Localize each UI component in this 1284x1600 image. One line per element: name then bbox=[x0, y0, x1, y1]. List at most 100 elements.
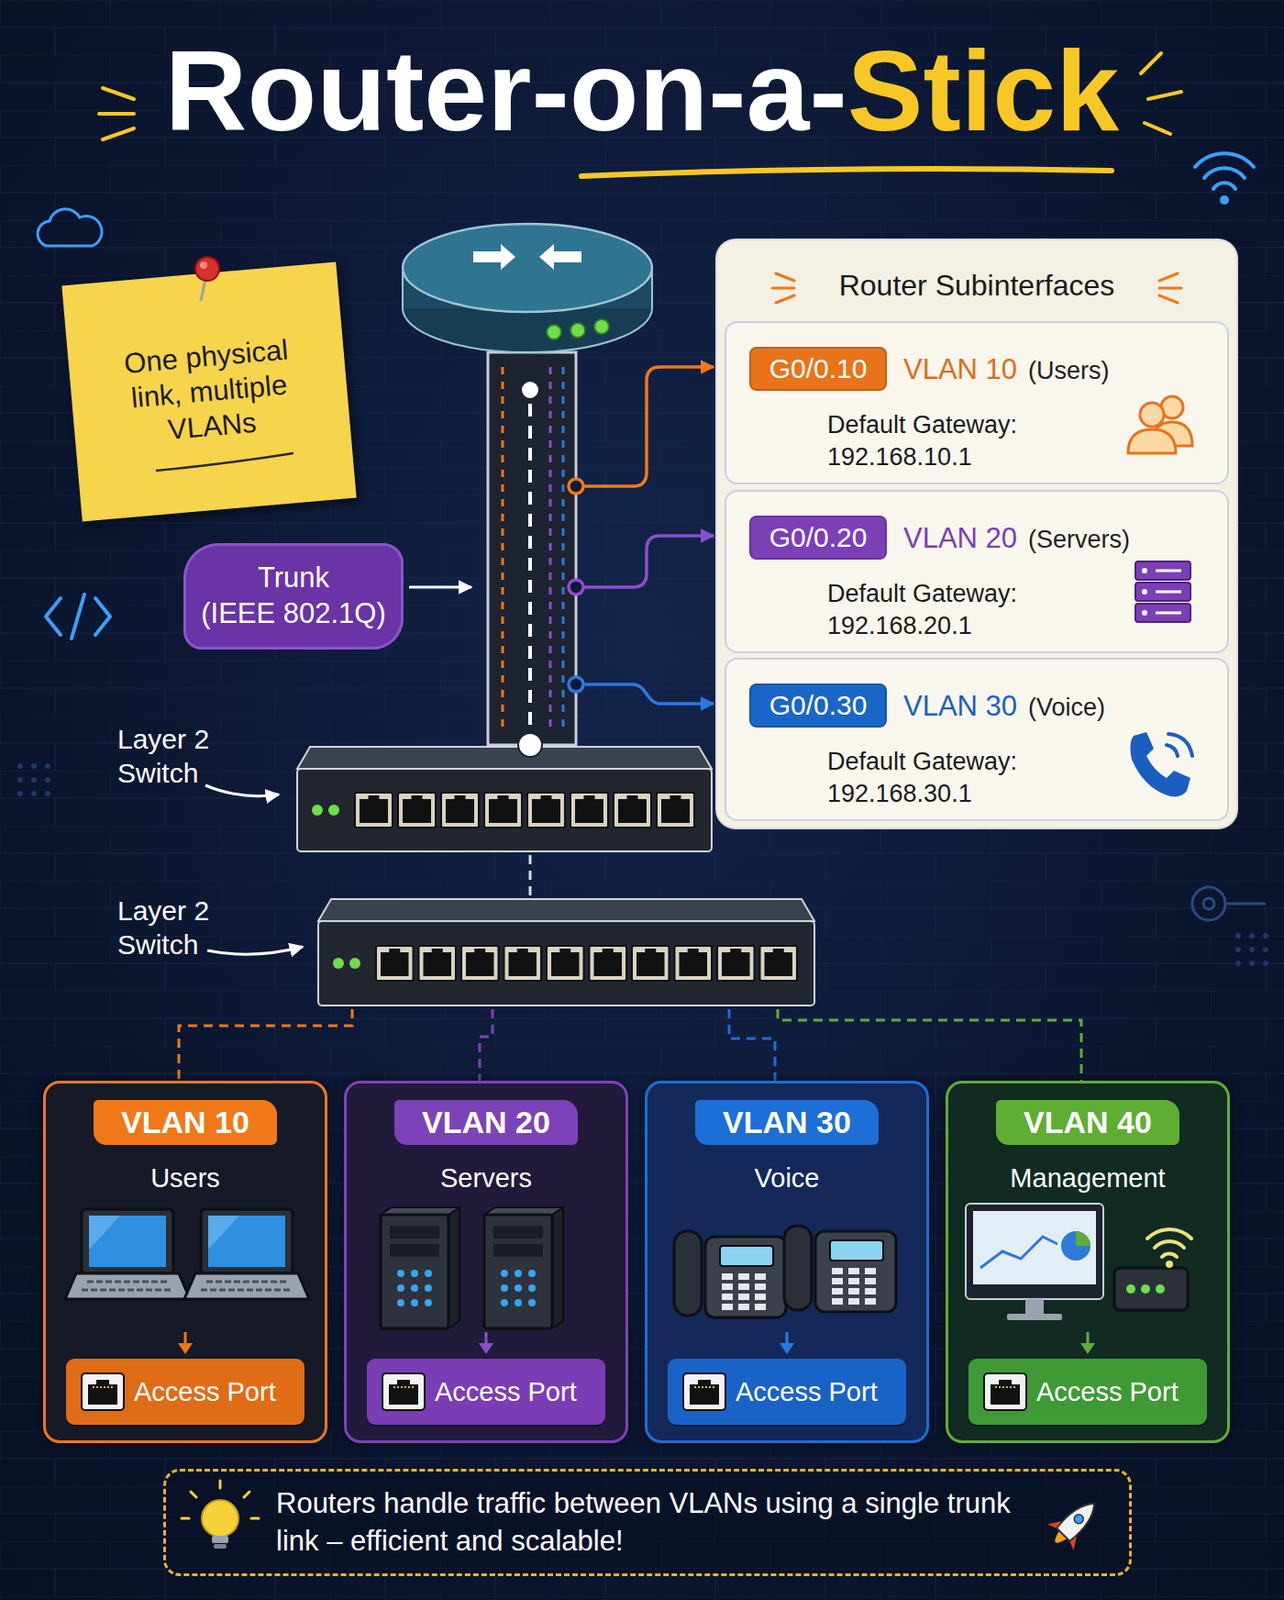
text-slot: VLAN 40Management bbox=[948, 1099, 1228, 1194]
trunk-joint bbox=[518, 732, 543, 757]
switch-body bbox=[559, 948, 571, 954]
dot-grid bbox=[1249, 946, 1255, 952]
switch-body bbox=[730, 948, 742, 954]
switch-body bbox=[531, 798, 561, 823]
access-port: Access Port bbox=[667, 1358, 907, 1425]
dot-grid bbox=[17, 776, 23, 783]
switch-body bbox=[454, 795, 466, 801]
router-icon bbox=[402, 223, 653, 312]
down-arrows bbox=[478, 1342, 494, 1354]
access-port-text: Access Port bbox=[133, 1376, 277, 1407]
monitor-icon bbox=[1061, 1230, 1091, 1261]
vlan-box-text: Servers bbox=[346, 1162, 626, 1194]
text-slot: Trunk(IEEE 802.1Q) bbox=[200, 560, 387, 632]
desk-phone-icons bbox=[674, 1225, 897, 1318]
pointer-arrows bbox=[409, 586, 472, 589]
trunk-cable bbox=[562, 366, 565, 734]
down-arrows bbox=[177, 1331, 1096, 1354]
port-icons bbox=[81, 1372, 124, 1410]
users-icon bbox=[1140, 402, 1164, 427]
text-slot: VLAN 20(Servers) bbox=[903, 515, 1130, 566]
dot-grid bbox=[31, 790, 37, 797]
interface-badge-text: G0/0.10 bbox=[769, 353, 868, 385]
trunk-joint bbox=[520, 380, 540, 399]
server-rack-icon bbox=[1141, 609, 1148, 616]
layer2-switch: Layer 2 Switch bbox=[316, 896, 817, 1009]
vlan-box-text: VLAN 10 bbox=[93, 1099, 277, 1145]
switch-body bbox=[349, 957, 361, 969]
switch-body bbox=[551, 951, 580, 976]
subinterface-card-text: Default Gateway: 192.168.20.1 bbox=[827, 577, 1068, 642]
switch-body bbox=[465, 951, 495, 976]
subinterface-leaders bbox=[568, 676, 584, 692]
text-slot: VLAN 10 Users bbox=[45, 1099, 325, 1194]
down-arrows bbox=[1086, 1331, 1090, 1345]
dashed-link bbox=[529, 854, 532, 897]
vlan-box-text: Users bbox=[45, 1162, 325, 1194]
switch-body bbox=[359, 798, 388, 823]
wifi-icon bbox=[1195, 153, 1254, 205]
text-slot: Layer 2 Switch bbox=[117, 722, 255, 790]
access-port: Access Port bbox=[66, 1358, 305, 1425]
switch-body bbox=[618, 798, 647, 823]
switch-body bbox=[354, 792, 393, 828]
switch-body bbox=[311, 804, 323, 816]
bulb-icon bbox=[211, 1535, 229, 1543]
dashed-link bbox=[729, 1008, 775, 1081]
subinterface-leaders bbox=[568, 478, 584, 494]
circuit-deco bbox=[1225, 902, 1266, 906]
switch-body bbox=[332, 957, 344, 969]
switch-body bbox=[423, 951, 453, 976]
monitor-icon bbox=[973, 1210, 1096, 1284]
text-slot: Routers handle traffic between VLANs usi… bbox=[276, 1471, 1038, 1573]
vlan-box-text: VLAN 40 bbox=[996, 1099, 1180, 1145]
switch-body bbox=[760, 945, 798, 981]
switch-body bbox=[419, 945, 457, 981]
switch-body bbox=[402, 798, 432, 823]
title-sparks bbox=[581, 168, 1112, 177]
wifi-router-icon bbox=[1155, 1284, 1165, 1294]
switch-body bbox=[517, 948, 529, 954]
trunk-badge: Trunk(IEEE 802.1Q) bbox=[183, 542, 404, 650]
push-pin bbox=[195, 256, 220, 281]
trunk-badge-text: (IEEE 802.1Q) bbox=[200, 596, 387, 632]
server-rack-icon bbox=[1135, 561, 1191, 580]
monitor-icon bbox=[1007, 1313, 1063, 1320]
switch-body bbox=[316, 896, 817, 1009]
text-slot: Access Port bbox=[735, 1376, 878, 1407]
server-icons bbox=[380, 1206, 564, 1329]
switch-body bbox=[687, 948, 699, 954]
switch-body bbox=[575, 798, 604, 823]
switch-body bbox=[541, 795, 553, 801]
dot-grid bbox=[17, 763, 23, 769]
wifi-router-icon bbox=[1114, 1267, 1188, 1310]
trunk-cable bbox=[549, 366, 553, 734]
wifi-router-icon bbox=[1165, 1260, 1174, 1268]
switch-body bbox=[376, 945, 414, 981]
wifi-router-icon bbox=[1154, 1240, 1185, 1248]
text-slot: Access Port bbox=[133, 1376, 277, 1407]
switch-body bbox=[546, 945, 585, 981]
diagram-title: Router-on-a-Stick bbox=[165, 31, 1119, 151]
access-port: Access Port bbox=[968, 1358, 1207, 1425]
switch-body bbox=[398, 792, 436, 828]
wifi-router-icon bbox=[1147, 1228, 1192, 1239]
sticky-note-text: One physical link, multiple VLANs bbox=[99, 330, 319, 453]
push-pin bbox=[199, 261, 208, 269]
cloud-icon bbox=[37, 209, 102, 246]
dashed-link bbox=[178, 1008, 353, 1081]
server-rack-icon bbox=[1155, 570, 1182, 613]
switch-body bbox=[570, 792, 609, 828]
rocket-icon bbox=[1072, 1512, 1085, 1526]
circuit-deco bbox=[1192, 886, 1266, 920]
switch-body bbox=[509, 951, 538, 976]
vlan-box-text: VLAN 30 bbox=[695, 1099, 879, 1145]
switch-body bbox=[631, 945, 670, 981]
port-icons bbox=[683, 1372, 726, 1410]
switch-body bbox=[411, 795, 423, 801]
router-icon bbox=[473, 243, 516, 270]
dot-grid bbox=[1235, 960, 1241, 966]
switch-body bbox=[328, 804, 340, 816]
pointer-arrows bbox=[205, 785, 279, 797]
